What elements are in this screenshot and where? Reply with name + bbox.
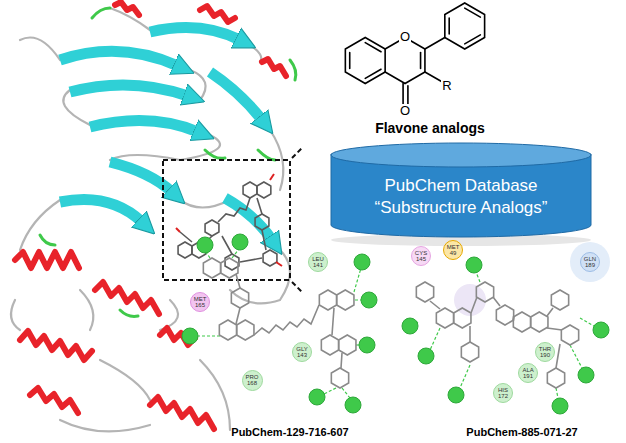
zoom-box	[163, 148, 302, 292]
residue-circle: LEU 141	[308, 252, 328, 272]
database-label: PubChem Database	[384, 175, 537, 197]
residue-label: PRO 168	[245, 374, 258, 387]
residue-label: ALA 191	[522, 367, 533, 380]
residue-circle: MET 49	[443, 240, 463, 260]
residue-circle: CYS 145	[411, 246, 431, 266]
flavone-structure	[345, 3, 484, 104]
atom-label: O	[399, 30, 411, 44]
residue-circle: PRO 168	[242, 370, 263, 391]
residue-label: MET 49	[447, 244, 460, 257]
residue-circle: GLN 189	[580, 252, 600, 272]
database-label: “Substructure Analogs”	[375, 197, 548, 219]
interaction-diagram	[182, 234, 377, 413]
bound-ligand	[176, 174, 282, 270]
compound-caption: PubChem-129-716-607	[231, 426, 348, 438]
residue-circle: ALA 191	[518, 363, 538, 383]
residue-circle: GLY 143	[292, 342, 312, 362]
residue-circle: MET 165	[190, 292, 210, 312]
residue-label: LEU 141	[312, 256, 324, 269]
cylinder-top	[331, 143, 591, 167]
structure-title: Flavone analogs	[375, 121, 485, 136]
residue-label: HIS 172	[498, 387, 508, 400]
residue-label: MET 165	[194, 296, 207, 309]
alpha-helix	[15, 2, 286, 429]
coil	[11, 8, 290, 431]
substituent-label: R	[441, 79, 452, 93]
residue-circle: THR 190	[535, 342, 555, 362]
compound-caption: PubChem-885-071-27	[466, 426, 577, 438]
database-cylinder: PubChem Database“Substructure Analogs”	[330, 142, 592, 238]
residue-circle: HIS 172	[493, 383, 513, 403]
interaction-diagram	[402, 242, 610, 414]
atom-label: O	[399, 104, 411, 118]
residue-label: THR 190	[539, 346, 551, 359]
residue-label: GLN 189	[584, 256, 596, 269]
residue-label: CYS 145	[415, 250, 427, 263]
residue-label: GLY 143	[296, 346, 307, 359]
